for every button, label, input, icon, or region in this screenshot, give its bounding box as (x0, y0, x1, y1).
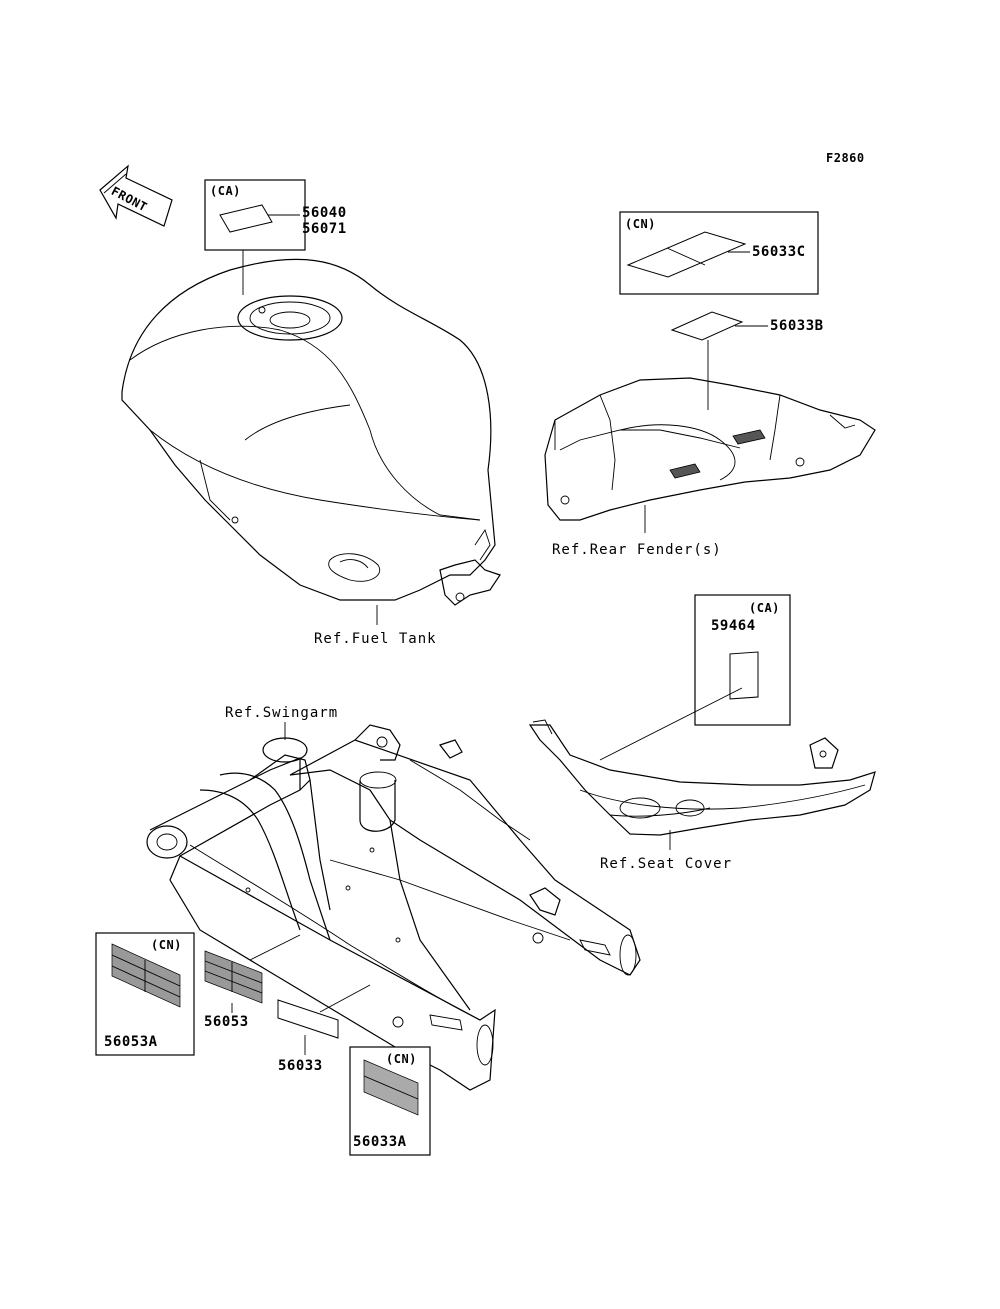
ref-swingarm: Ref.Swingarm (225, 705, 339, 721)
seat-cover-label-box (599, 594, 791, 761)
fuel-tank-label-region: (CA) (210, 184, 241, 198)
figure-code: F2860 (826, 151, 865, 165)
part-number-56033A: 56033A (353, 1134, 407, 1150)
part-number-59464: 59464 (711, 618, 756, 634)
swingarm-cn-region-b: (CN) (386, 1052, 417, 1066)
part-number-56033: 56033 (278, 1058, 323, 1074)
rear-fender-label (670, 311, 768, 410)
rear-fender-drawing (544, 377, 876, 533)
part-number-56040: 56040 (302, 205, 347, 221)
swingarm-label-a (204, 934, 301, 1013)
swingarm-drawing (146, 722, 641, 1091)
swingarm-cn-label-box-b (349, 1046, 431, 1156)
part-number-56033C: 56033C (752, 244, 806, 260)
seat-cover-label-region: (CA) (749, 601, 780, 615)
part-number-56053A: 56053A (104, 1034, 158, 1050)
rear-fender-cn-label-box (619, 211, 819, 295)
part-number-56053: 56053 (204, 1014, 249, 1030)
ref-seat-cover: Ref.Seat Cover (600, 856, 733, 872)
part-number-56033B: 56033B (770, 318, 824, 334)
seat-cover-drawing (528, 719, 876, 850)
fuel-tank-drawing (121, 258, 501, 625)
swingarm-cn-label-box-a (95, 932, 195, 1056)
part-number-56071: 56071 (302, 221, 347, 237)
ref-fuel-tank: Ref.Fuel Tank (314, 631, 437, 647)
swingarm-label-b (277, 984, 371, 1055)
fuel-tank-label-box (204, 179, 306, 295)
ref-rear-fender: Ref.Rear Fender(s) (552, 542, 722, 558)
swingarm-cn-region-a: (CN) (151, 938, 182, 952)
rear-fender-cn-region: (CN) (625, 217, 656, 231)
front-arrow-icon (99, 164, 173, 227)
